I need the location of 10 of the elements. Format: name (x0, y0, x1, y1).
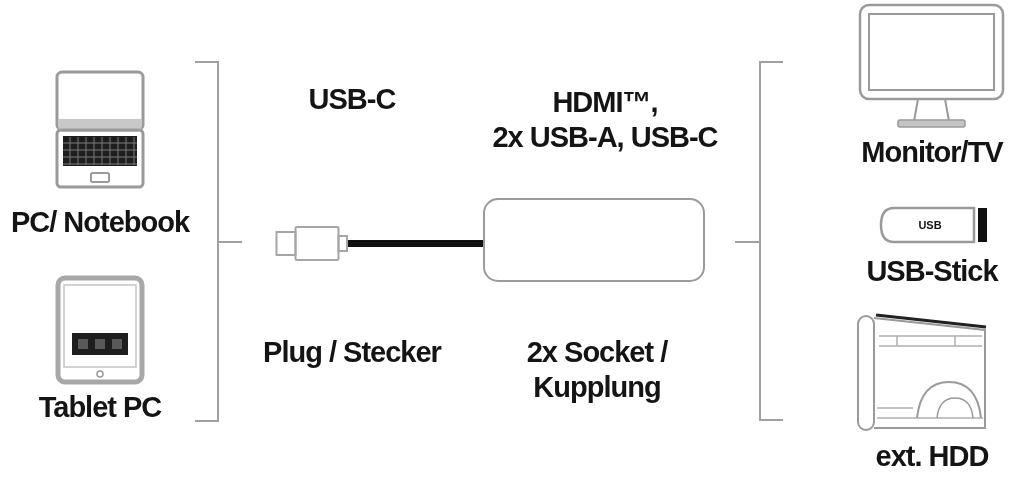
device-label: PC/ Notebook (10, 205, 190, 240)
device-label: ext. HDD (875, 439, 989, 474)
stick-imprint: USB (918, 219, 942, 232)
port-label: HDMI™, 2x USB-A, USB-C (492, 85, 718, 155)
part-caption: 2x Socket / Kupplung (526, 335, 668, 405)
device-label: Monitor/TV (861, 135, 1003, 170)
device-label: Tablet PC (38, 390, 162, 425)
part-caption: Plug / Stecker (263, 335, 441, 370)
device-label: USB-Stick (866, 254, 998, 289)
port-label: USB-C (308, 82, 396, 117)
